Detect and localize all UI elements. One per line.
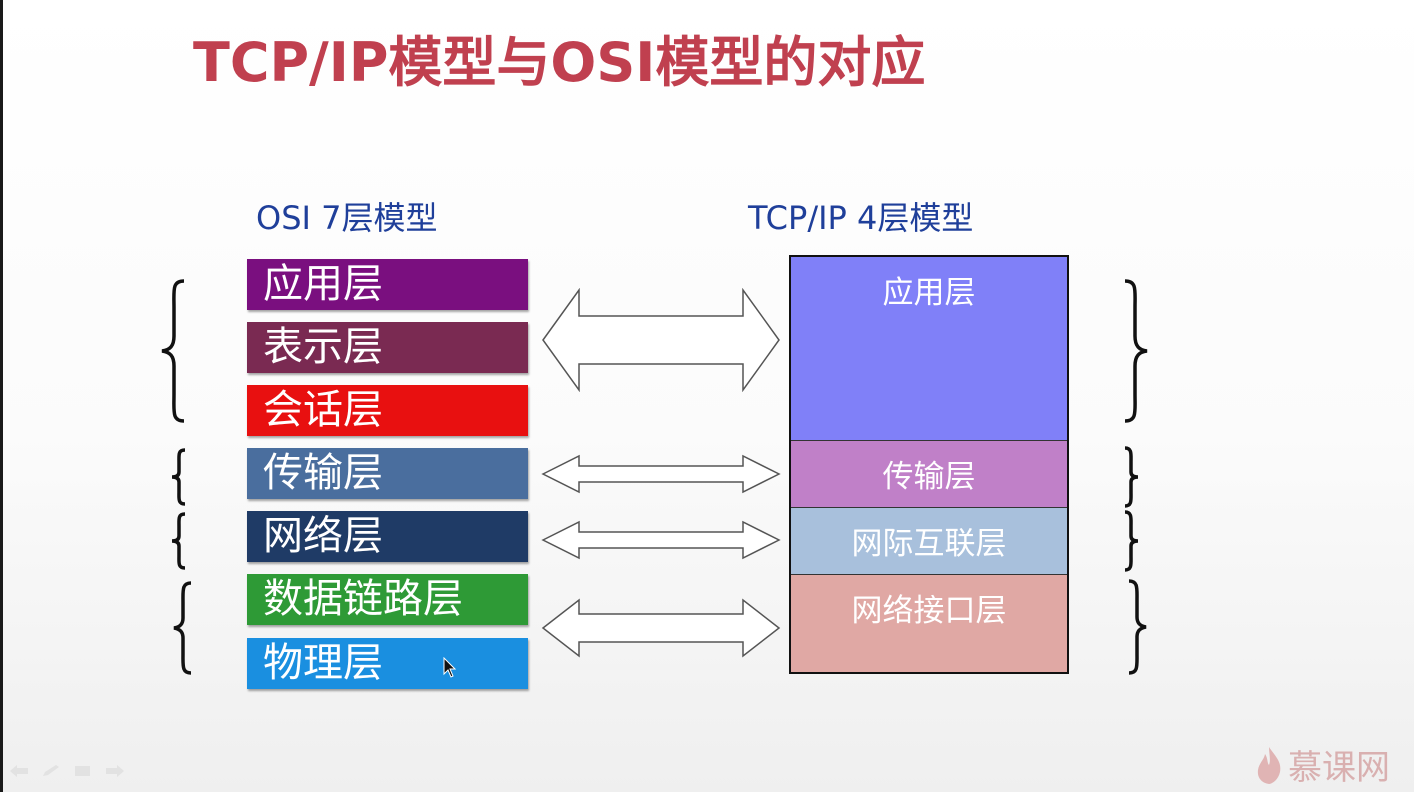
osi-layer-network: 网络层 <box>247 511 528 562</box>
tcpip-layer-transport: 传输层 <box>791 440 1067 507</box>
tcpip-layer-network-interface-label: 网络接口层 <box>851 593 1007 629</box>
tcpip-layer-application: 应用层 <box>791 257 1067 440</box>
imooc-logo: 慕课网 <box>1254 740 1390 789</box>
next-arrow-icon[interactable] <box>104 764 126 778</box>
double-arrow-network <box>541 520 781 560</box>
tcpip-layer-internet: 网际互联层 <box>791 507 1067 574</box>
slide-title: TCP/IP模型与OSI模型的对应 <box>193 31 926 94</box>
double-arrow-link <box>541 598 781 658</box>
left-brace-transport <box>171 448 186 506</box>
osi-layer-session: 会话层 <box>247 385 528 436</box>
slide-left-border <box>0 0 3 792</box>
tcpip-layer-internet-label: 网际互联层 <box>851 526 1007 562</box>
osi-heading: OSI 7层模型 <box>256 199 438 237</box>
tcpip-heading: TCP/IP 4层模型 <box>748 199 974 237</box>
left-brace-upper <box>161 279 185 423</box>
osi-layer-transport: 传输层 <box>247 448 528 499</box>
osi-layer-presentation: 表示层 <box>247 322 528 373</box>
double-arrow-application <box>542 288 780 392</box>
tcpip-layer-network-interface: 网络接口层 <box>791 574 1067 672</box>
logo-text: 慕课网 <box>1288 748 1390 788</box>
right-brace-transport <box>1124 446 1139 508</box>
tcpip-layer-application-label: 应用层 <box>882 275 976 311</box>
menu-icon[interactable] <box>72 764 94 778</box>
osi-layer-physical: 物理层 <box>247 638 528 689</box>
double-arrow-transport <box>541 454 781 494</box>
tcpip-layer-transport-label: 传输层 <box>882 459 976 495</box>
slideshow-controls <box>8 764 126 778</box>
left-brace-network <box>171 512 186 570</box>
mouse-cursor-icon <box>443 657 457 678</box>
flame-icon <box>1257 746 1281 784</box>
left-brace-lower <box>173 581 192 675</box>
pen-icon[interactable] <box>40 764 62 778</box>
previous-arrow-icon[interactable] <box>8 764 30 778</box>
right-brace-upper <box>1124 279 1148 423</box>
osi-layer-application: 应用层 <box>247 259 528 310</box>
right-brace-lower <box>1128 579 1147 675</box>
right-brace-network <box>1124 510 1139 572</box>
tcpip-stack: 应用层 传输层 网际互联层 网络接口层 <box>789 255 1069 674</box>
osi-layer-data-link: 数据链路层 <box>247 574 528 625</box>
